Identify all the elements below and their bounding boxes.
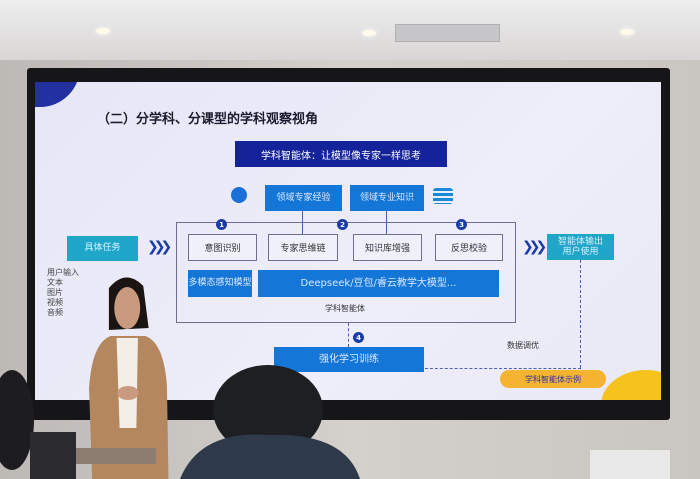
headline-box: 学科智能体：让模型像专家一样思考 <box>235 141 447 167</box>
step-badge: 2 <box>337 219 348 230</box>
expert-experience-box: 领域专家经验 <box>265 185 342 211</box>
task-box: 具体任务 <box>67 236 138 261</box>
ceiling <box>0 0 700 60</box>
input-item: 用户输入 <box>47 268 79 277</box>
models-bar: Deepseek/豆包/睿云教学大模型... <box>258 270 499 297</box>
flow-step: 反思校验 <box>435 234 503 261</box>
agent-label: 学科智能体 <box>325 304 365 313</box>
slide-corner-decoration <box>35 82 80 107</box>
feedback-line <box>348 323 349 347</box>
example-button: 学科智能体示例 <box>500 370 606 388</box>
step-badge: 4 <box>353 332 364 343</box>
domain-knowledge-box: 领域专业知识 <box>350 185 424 211</box>
ceiling-light <box>620 29 634 35</box>
input-list: 用户输入 文本 图片 视频 音频 <box>47 268 79 318</box>
tuning-label: 数据调优 <box>507 341 539 350</box>
feedback-line <box>580 260 581 368</box>
slide-title: （二）分学科、分课型的学科观察视角 <box>97 112 319 127</box>
feedback-line <box>425 368 581 369</box>
brain-icon <box>231 187 247 203</box>
audience <box>0 365 670 479</box>
books-icon <box>433 188 453 204</box>
input-item: 视频 <box>47 298 63 307</box>
flow-step: 专家思维链 <box>268 234 338 261</box>
input-item: 音频 <box>47 308 63 317</box>
flow-step: 意图识别 <box>188 234 257 261</box>
output-box: 智能体输出用户使用 <box>547 234 614 260</box>
presenter <box>89 277 169 479</box>
step-badge: 1 <box>216 219 227 230</box>
input-item: 图片 <box>47 288 63 297</box>
chevrons-right-icon: ❯❯❯ <box>147 239 172 255</box>
ceiling-light <box>362 30 376 36</box>
ceiling-vent <box>395 24 500 42</box>
chevrons-right-icon: ❯❯❯ <box>522 239 547 255</box>
training-box: 强化学习训练 <box>274 347 424 372</box>
multimodal-box: 多模态感知模型 <box>188 270 252 297</box>
input-item: 文本 <box>47 278 63 287</box>
flow-step: 知识库增强 <box>353 234 422 261</box>
step-badge: 3 <box>456 219 467 230</box>
ceiling-light <box>96 28 110 34</box>
